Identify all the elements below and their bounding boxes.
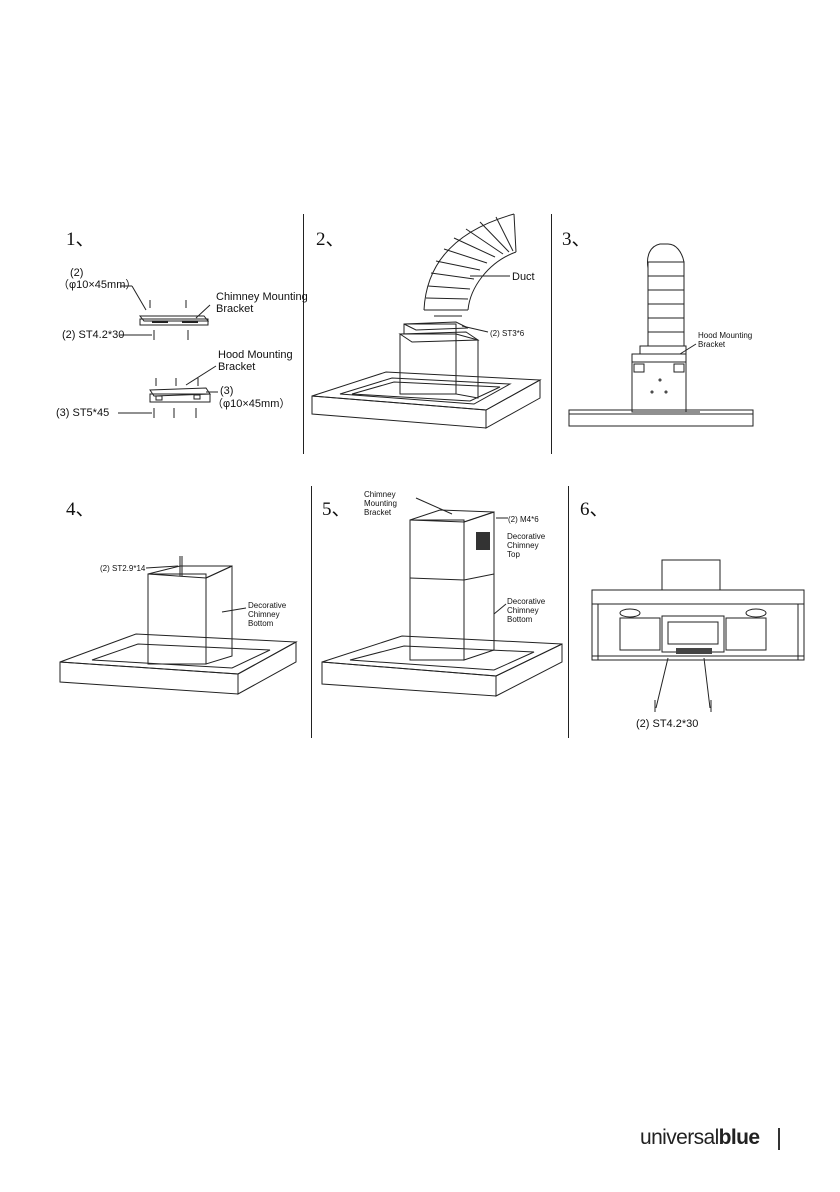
screw2-label: (3) ST5*45: [56, 407, 110, 419]
step-number: 4、: [66, 499, 95, 520]
step-3-hood: [568, 243, 754, 427]
chimney-mounting-bracket-label-2: Mounting: [364, 499, 397, 508]
hood-bracket-label: Hood Mounting: [698, 331, 753, 340]
decorative-chimney-bottom-label: Decorative: [507, 597, 546, 606]
screw-label: (2) ST4.2*30: [636, 718, 699, 730]
step-number: 5、: [322, 499, 351, 520]
step-number: 1、: [66, 229, 95, 250]
divider-4-5: [311, 486, 312, 738]
decorative-chimney-bottom-label-3: Bottom: [507, 615, 533, 624]
step-6-hood: [591, 559, 805, 712]
divider-5-6: [568, 486, 569, 738]
brand-logo: universalblue: [640, 1126, 760, 1150]
hood-bracket-label: Hood Mounting: [218, 349, 293, 361]
bolt2-qty-label: (3): [220, 385, 234, 397]
bolt2-size-label: （φ10×45mm）: [212, 398, 291, 410]
chimney-bracket-label: Chimney Mounting: [216, 291, 308, 303]
step-4-hood: [59, 556, 298, 695]
screw-label: (2) ST3*6: [490, 329, 525, 338]
brand-divider: [778, 1128, 780, 1150]
step-5-hood: [321, 497, 563, 697]
brand-light: universal: [640, 1126, 719, 1149]
decorative-chimney-top-label-3: Top: [507, 550, 520, 559]
chimney-mounting-bracket-label: Chimney: [364, 490, 396, 499]
duct-label: Duct: [512, 271, 535, 283]
divider-2-3: [551, 214, 552, 454]
brand-bold: blue: [718, 1126, 760, 1149]
screw-label: (2) M4*6: [508, 515, 539, 524]
decorative-chimney-bottom-label-3: Bottom: [248, 619, 274, 628]
bolt-qty-label: (2): [70, 267, 84, 279]
decorative-chimney-bottom-label: Decorative: [248, 601, 287, 610]
screw-label: (2) ST4.2*30: [62, 329, 125, 341]
bolt-size-label: （φ10×45mm）: [58, 279, 137, 291]
step-number: 3、: [562, 229, 591, 250]
hood-bracket-label-2: Bracket: [218, 361, 256, 373]
step-number: 2、: [316, 229, 345, 250]
decorative-chimney-top-label: Decorative: [507, 532, 546, 541]
chimney-bracket-label-2: Bracket: [216, 303, 254, 315]
decorative-chimney-top-label-2: Chimney: [507, 541, 539, 550]
screw-label: (2) ST2.9*14: [100, 564, 146, 573]
chimney-mounting-bracket-label-3: Bracket: [364, 508, 392, 517]
decorative-chimney-bottom-label-2: Chimney: [248, 610, 280, 619]
decorative-chimney-bottom-label-2: Chimney: [507, 606, 539, 615]
hood-bracket-label-2: Bracket: [698, 340, 726, 349]
step-number: 6、: [580, 499, 609, 520]
step-1-parts: [118, 285, 218, 418]
divider-1-2: [303, 214, 304, 454]
step-2-hood: [311, 213, 542, 429]
